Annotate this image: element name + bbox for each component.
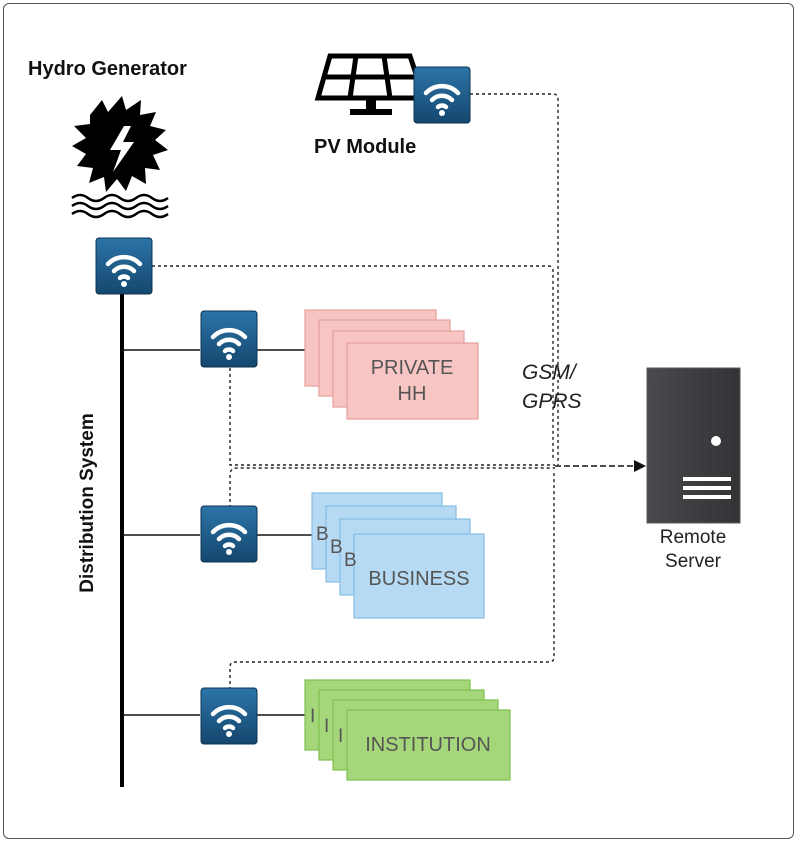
server-icon <box>646 367 741 524</box>
business-partial-label: B <box>316 524 329 545</box>
business-label: BUSINESS <box>368 568 469 590</box>
wifi-icon <box>201 311 257 367</box>
private-link <box>229 368 555 466</box>
stack-card <box>346 342 479 420</box>
pv-module-label: PV Module <box>314 136 417 158</box>
communication-links <box>152 93 559 690</box>
institution-label: INSTITUTION <box>365 734 491 756</box>
hydro-turbine-icon <box>72 96 168 192</box>
institution-partial-label: I <box>310 706 315 727</box>
institution-link <box>229 470 555 690</box>
stack-card <box>353 533 485 619</box>
remote-server-label: Remote Server <box>659 527 727 572</box>
stack-card <box>346 709 511 781</box>
hydro-generator-label: Hydro Generator <box>28 58 187 80</box>
distribution-system-label: Distribution System <box>77 413 98 593</box>
solar-panel-icon <box>314 53 428 115</box>
business-stack: B B B BUSINESS <box>311 492 485 619</box>
business-link <box>229 467 555 508</box>
private-hh-label: PRIVATE <box>371 357 454 379</box>
institution-stack: I I I INSTITUTION <box>304 679 511 781</box>
private-hh-stack: PRIVATE HH <box>304 309 479 420</box>
business-partial-label: B <box>330 537 343 558</box>
institution-partial-label: I <box>338 726 343 747</box>
wifi-icon <box>414 67 470 123</box>
wifi-icon <box>96 238 152 294</box>
wifi-icon <box>201 506 257 562</box>
business-partial-label: B <box>344 550 357 571</box>
wifi-icon <box>201 688 257 744</box>
pv-link <box>470 93 559 465</box>
gsm-gprs-label: GSM/ GPRS <box>522 361 582 413</box>
water-waves-icon <box>71 193 169 219</box>
institution-partial-label: I <box>324 716 329 737</box>
hydro-link <box>152 265 554 460</box>
private-hh-label: HH <box>398 383 427 405</box>
diagram-frame <box>3 3 794 839</box>
